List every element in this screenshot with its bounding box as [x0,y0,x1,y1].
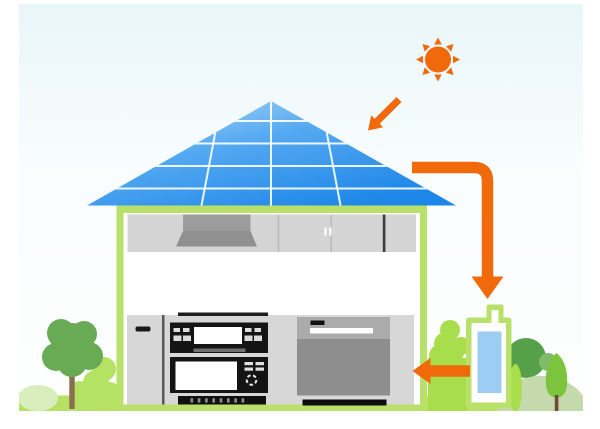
left-vegetation [19,319,122,411]
bright-bush-strip-icon [509,364,522,411]
sunlight-arrow-icon [368,97,402,131]
audio-control-dashes [244,362,264,371]
dishwasher-slot [310,328,373,334]
dishwasher-handle-icon [310,320,325,325]
pale-bush-icon [19,385,58,411]
dishwasher [297,317,390,406]
audio-buttons [173,328,262,341]
range-hood-skirt-icon [176,231,257,247]
power-line-arrow-icon [412,161,504,299]
window-divider-dark [382,214,386,252]
window-handles-icon [324,227,332,236]
house [116,205,427,411]
audio-slot [193,348,246,352]
audio-door-window [175,361,237,390]
audio-dial-icon [245,374,258,386]
power-line-arrowhead [471,276,504,299]
battery-terminal-inner [491,310,499,325]
audio-display [194,327,242,344]
storage-battery [466,304,512,408]
sun-icon [416,37,460,82]
sun-rays [416,37,460,82]
audio-base-ticks [190,398,245,403]
audio-top-bar [178,312,268,316]
upstairs-window-band [127,214,416,252]
counter-divider-line [162,315,165,405]
battery-charge-level [477,331,502,393]
tree-foliage-icon [42,319,103,377]
counter-handle-icon [135,326,151,332]
supply-arrow-icon [412,358,470,384]
sun-disc [425,46,451,73]
tree-trunk-icon [69,360,75,409]
cone-tree-icon [545,353,568,398]
cone-tree-trunk-icon [554,395,559,411]
power-line-path [412,161,494,278]
dishwasher-base [302,399,387,406]
dishwasher-body [297,339,390,396]
range-hood-icon [183,214,251,231]
kitchen-audio-unit [170,312,268,405]
